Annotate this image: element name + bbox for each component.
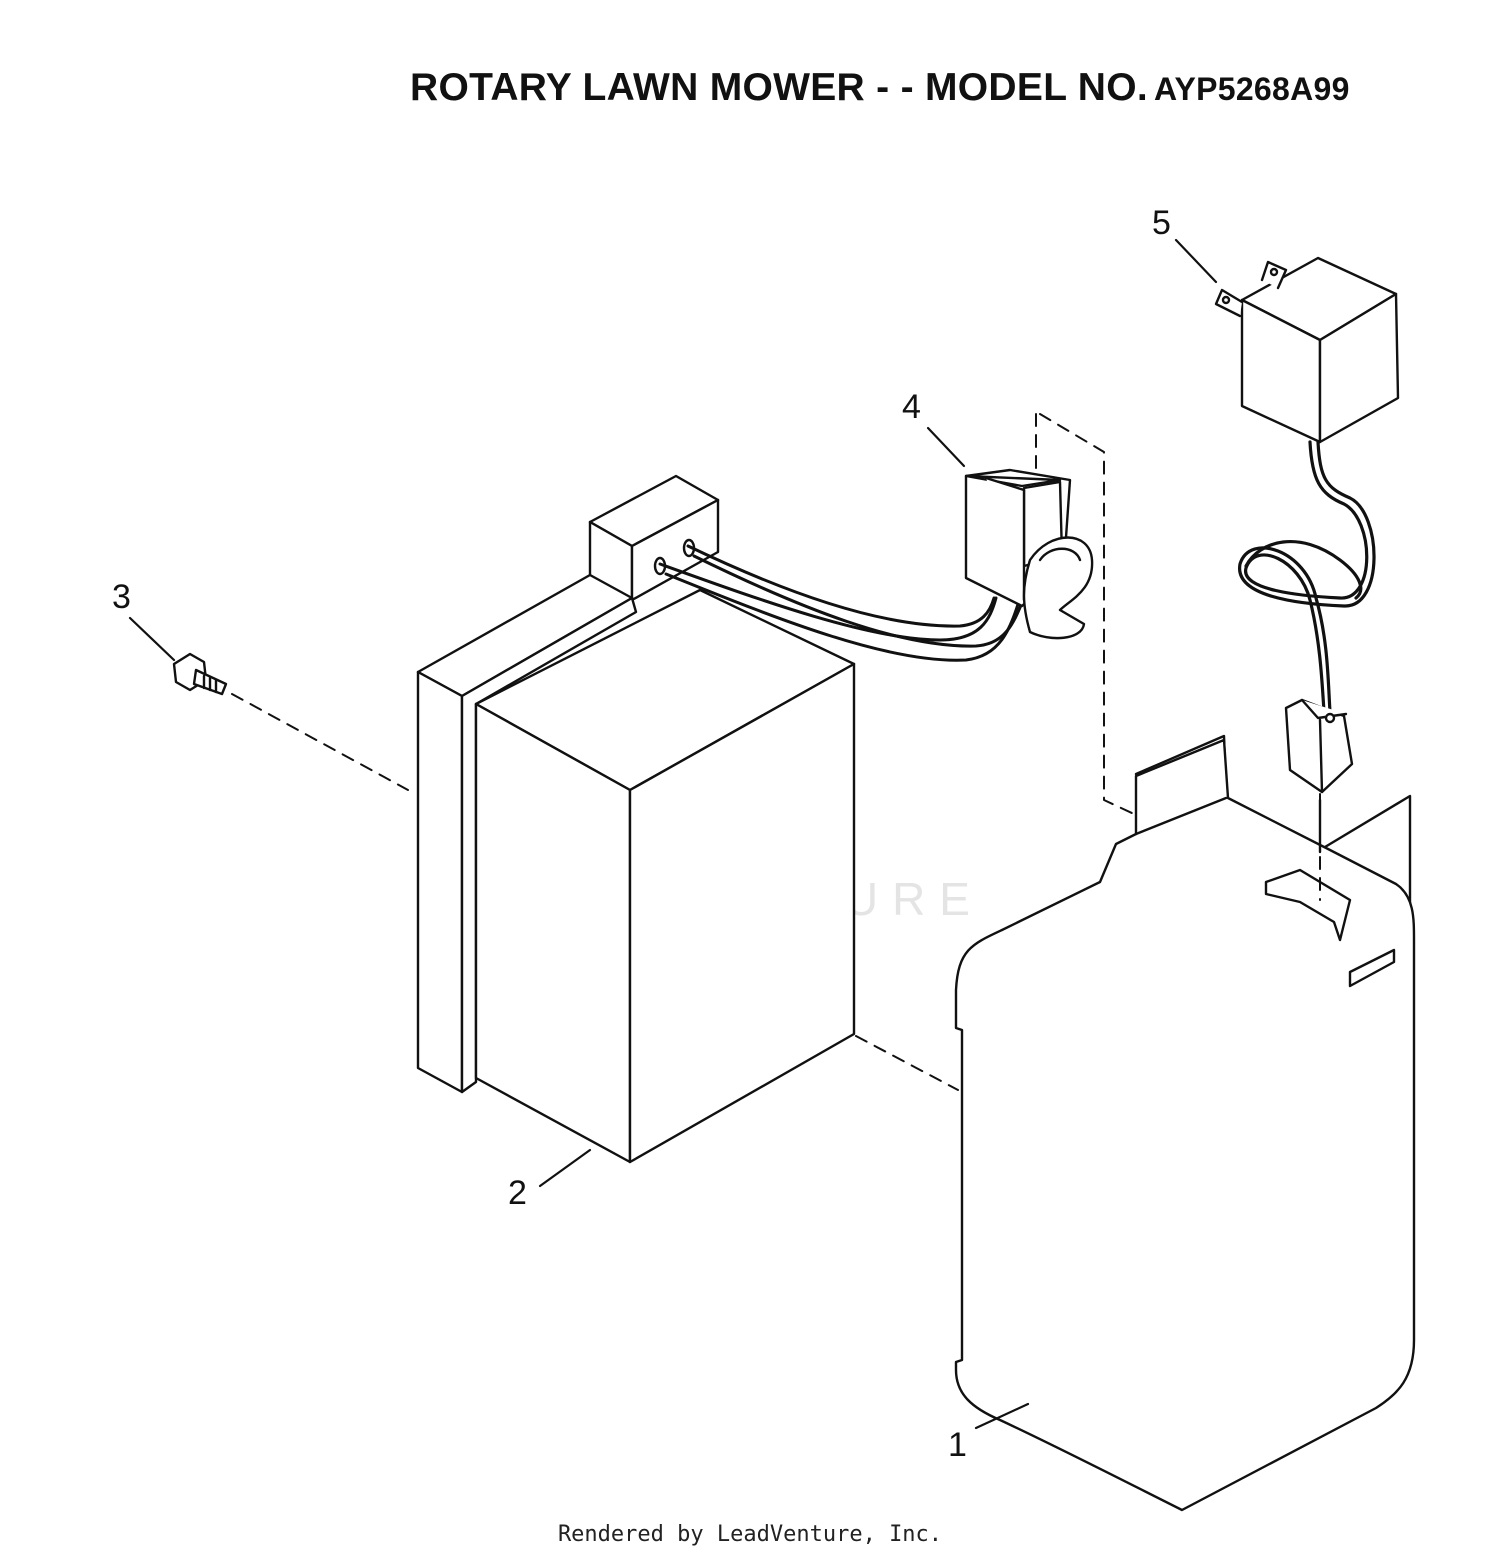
callout-numbers: 1 2 3 4 5 (112, 204, 1171, 1464)
callout-1: 1 (948, 1426, 967, 1464)
plug-prong-hole (1221, 295, 1231, 305)
battery-leads (658, 544, 1026, 662)
title-main: ROTARY LAWN MOWER - - MODEL NO. (410, 66, 1148, 109)
bracket-slot (1264, 868, 1352, 942)
callout-4: 4 (902, 388, 921, 426)
screw-part-3[interactable] (172, 652, 228, 696)
connector-clip-part-4[interactable] (964, 468, 1094, 640)
charger-part-5[interactable] (1214, 256, 1400, 444)
assembly-lines (231, 413, 1321, 1091)
callout-3: 3 (112, 578, 131, 616)
battery-part-2[interactable] (416, 474, 856, 1164)
title-model-number: AYP5268A99 (1153, 71, 1350, 107)
callout-5: 5 (1152, 204, 1171, 242)
footer-credit: Rendered by LeadVenture, Inc. (557, 1522, 943, 1547)
charger-jack (1284, 698, 1354, 794)
callout-2: 2 (508, 1174, 527, 1212)
bracket-slot (1348, 948, 1396, 988)
diagram-title: ROTARY LAWN MOWER - - MODEL NO.AYP5268A9… (410, 66, 1350, 110)
plug-prong (1214, 288, 1244, 318)
charger-cord (1238, 440, 1376, 714)
plug-prong-hole (1269, 267, 1279, 277)
bracket-part-1[interactable] (954, 734, 1416, 1512)
callout-leaders (128, 238, 1218, 1430)
